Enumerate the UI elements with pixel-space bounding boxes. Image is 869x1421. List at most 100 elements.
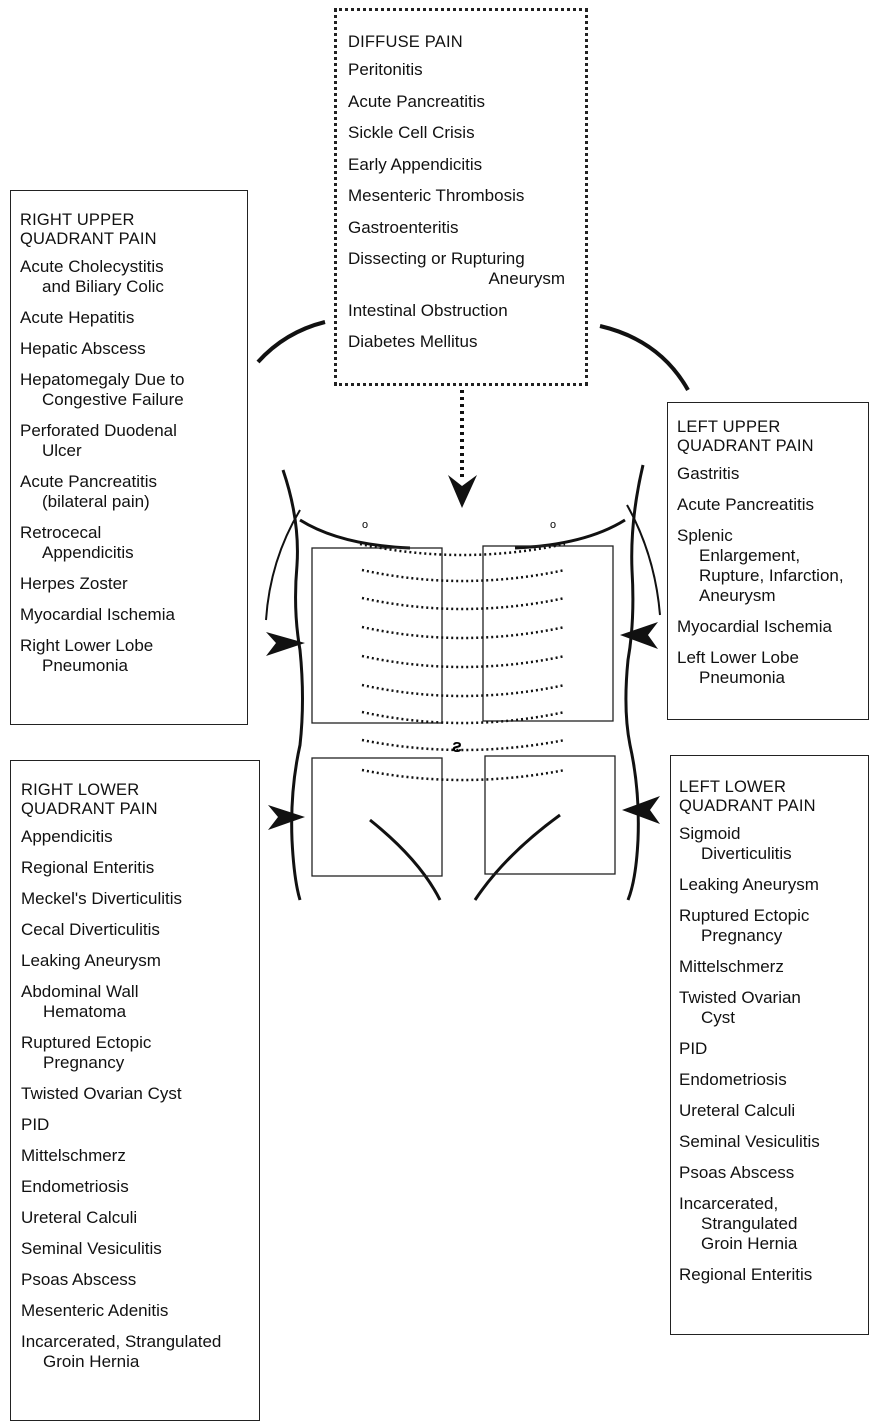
condition-name: Incarcerated, (679, 1194, 778, 1213)
condition-item: Seminal Vesiculitis (679, 1132, 868, 1152)
condition-name-continued: Pregnancy (679, 926, 868, 946)
condition-item: Myocardial Ischemia (677, 617, 868, 637)
llq-title-line1: LEFT LOWER (679, 778, 786, 796)
condition-name: Dissecting or Rupturing (348, 249, 525, 268)
condition-item: Early Appendicitis (348, 155, 585, 175)
condition-name: Regional Enteritis (679, 1265, 812, 1284)
diffuse-connector-left (258, 322, 325, 362)
llq-region (485, 756, 615, 874)
condition-item: Leaking Aneurysm (21, 951, 259, 971)
condition-name: Acute Pancreatitis (677, 495, 814, 514)
condition-name-continued: Congestive Failure (20, 390, 247, 410)
condition-name: Gastritis (677, 464, 739, 483)
condition-name-continued: Aneurysm (348, 269, 585, 289)
condition-name-continued: Rupture, Infarction, (677, 566, 868, 586)
condition-name: Ureteral Calculi (21, 1208, 137, 1227)
condition-name: Mittelschmerz (679, 957, 784, 976)
condition-name: Meckel's Diverticulitis (21, 889, 182, 908)
condition-name: Seminal Vesiculitis (679, 1132, 820, 1151)
condition-name: Incarcerated, Strangulated (21, 1332, 221, 1351)
condition-name: Left Lower Lobe (677, 648, 799, 667)
condition-name: Right Lower Lobe (20, 636, 153, 655)
dotted-rib-arcs (360, 544, 565, 780)
condition-item: Ureteral Calculi (679, 1101, 868, 1121)
condition-name: Myocardial Ischemia (677, 617, 832, 636)
condition-name: Appendicitis (21, 827, 113, 846)
condition-name: Acute Pancreatitis (348, 92, 485, 111)
ruq-title: RIGHT UPPERQUADRANT PAIN (20, 211, 247, 249)
condition-item: Twisted OvarianCyst (679, 988, 868, 1028)
groin-left (370, 820, 440, 900)
condition-name: Ureteral Calculi (679, 1101, 795, 1120)
condition-item: Ureteral Calculi (21, 1208, 259, 1228)
condition-item: Hepatomegaly Due toCongestive Failure (20, 370, 247, 410)
condition-name: PID (21, 1115, 49, 1134)
condition-item: Meckel's Diverticulitis (21, 889, 259, 909)
condition-name: Gastroenteritis (348, 218, 459, 237)
condition-item: Acute Pancreatitis (677, 495, 868, 515)
condition-name-continued: Pneumonia (677, 668, 868, 688)
condition-name: PID (679, 1039, 707, 1058)
groin-right (475, 815, 560, 900)
condition-name: Herpes Zoster (20, 574, 128, 593)
condition-name-continued: Appendicitis (20, 543, 247, 563)
condition-item: Mesenteric Adenitis (21, 1301, 259, 1321)
condition-name-continued: (bilateral pain) (20, 492, 247, 512)
condition-name: Endometriosis (679, 1070, 787, 1089)
condition-name-continued: and Biliary Colic (20, 277, 247, 297)
condition-name: Twisted Ovarian (679, 988, 801, 1007)
chest-left (300, 520, 410, 548)
condition-name: Myocardial Ischemia (20, 605, 175, 624)
condition-item: Endometriosis (679, 1070, 868, 1090)
diffuse-pain-title: DIFFUSE PAIN (348, 33, 585, 52)
condition-name: Ruptured Ectopic (21, 1033, 151, 1052)
condition-item: Regional Enteritis (679, 1265, 868, 1285)
condition-item: Mesenteric Thrombosis (348, 186, 585, 206)
condition-item: Myocardial Ischemia (20, 605, 247, 625)
condition-name: Mesenteric Adenitis (21, 1301, 168, 1320)
navel-icon: ƨ (452, 736, 462, 756)
condition-name: Twisted Ovarian Cyst (21, 1084, 182, 1103)
condition-name-continued: Enlargement, (677, 546, 868, 566)
diffuse-pain-box: DIFFUSE PAIN PeritonitisAcute Pancreatit… (334, 8, 588, 386)
condition-name: Intestinal Obstruction (348, 301, 508, 320)
condition-name: Ruptured Ectopic (679, 906, 809, 925)
condition-item: Acute Pancreatitis(bilateral pain) (20, 472, 247, 512)
luq-title-line2: QUADRANT PAIN (677, 437, 814, 455)
luq-arrow (620, 622, 658, 649)
condition-item: Endometriosis (21, 1177, 259, 1197)
condition-name: Retrocecal (20, 523, 101, 542)
condition-name-continued: Cyst (679, 1008, 868, 1028)
condition-item: Gastroenteritis (348, 218, 585, 238)
rlq-region (312, 758, 442, 876)
condition-name-continued: Ulcer (20, 441, 247, 461)
condition-name: Cecal Diverticulitis (21, 920, 160, 939)
condition-name: Leaking Aneurysm (21, 951, 161, 970)
condition-name: Perforated Duodenal (20, 421, 177, 440)
condition-name: Splenic (677, 526, 733, 545)
condition-item: Twisted Ovarian Cyst (21, 1084, 259, 1104)
condition-item: Psoas Abscess (679, 1163, 868, 1183)
left-nipple-icon: ᵒ (362, 519, 368, 536)
torso-left-outline (283, 470, 303, 900)
condition-name: Acute Cholecystitis (20, 257, 164, 276)
rlq-list: AppendicitisRegional EnteritisMeckel's D… (21, 827, 259, 1372)
condition-name: Early Appendicitis (348, 155, 482, 174)
ruq-title-line2: QUADRANT PAIN (20, 230, 157, 248)
condition-name: Seminal Vesiculitis (21, 1239, 162, 1258)
condition-name: Hepatic Abscess (20, 339, 146, 358)
llq-arrow (622, 796, 660, 824)
condition-item: Appendicitis (21, 827, 259, 847)
chest-right (515, 520, 625, 548)
